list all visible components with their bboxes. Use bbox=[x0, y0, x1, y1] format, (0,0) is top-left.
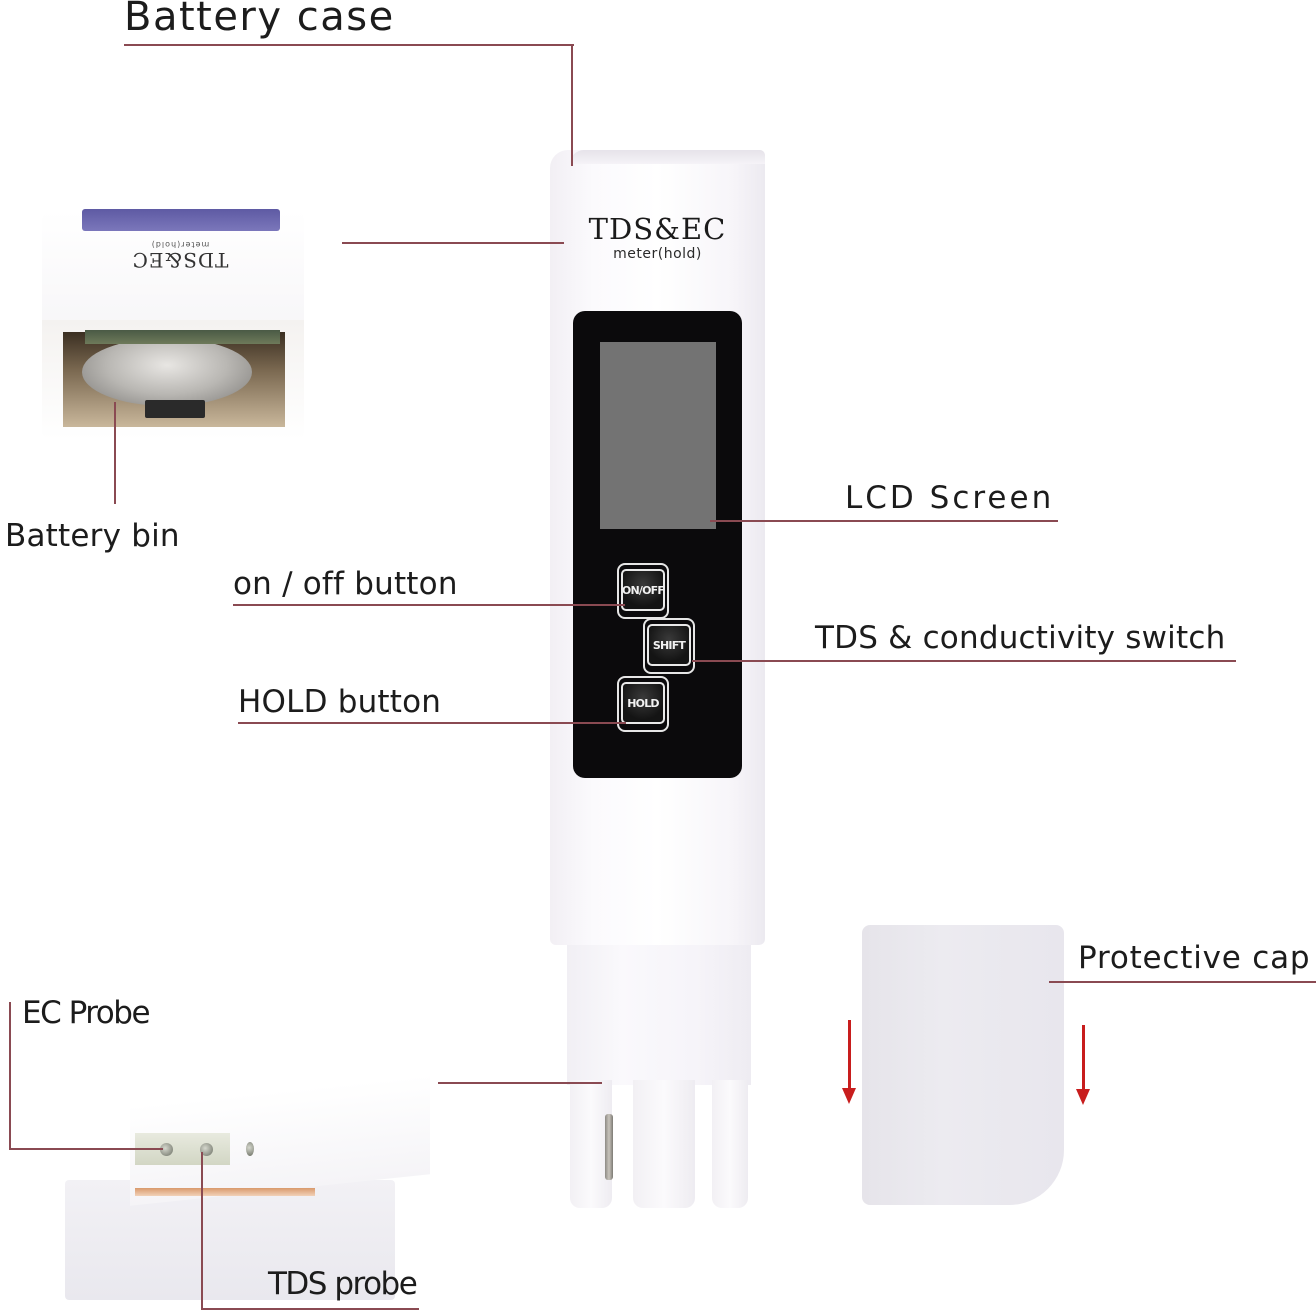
callout-battery-bin: Battery bin bbox=[5, 518, 180, 554]
down-arrow-icon bbox=[842, 1020, 856, 1104]
tds-probe-pin bbox=[200, 1143, 213, 1156]
down-arrow-icon bbox=[1076, 1025, 1090, 1105]
leader-line bbox=[201, 1152, 203, 1310]
probe-prong-center bbox=[633, 1080, 695, 1208]
hold-button[interactable]: HOLD bbox=[621, 682, 665, 724]
leader-line bbox=[233, 604, 625, 606]
leader-line bbox=[438, 1082, 602, 1084]
probe-pin-third bbox=[246, 1142, 254, 1156]
callout-onoff-button: on / off button bbox=[233, 566, 458, 602]
leader-line bbox=[571, 44, 573, 166]
probe-copper-edge bbox=[135, 1188, 315, 1196]
ec-probe-pin bbox=[160, 1143, 173, 1156]
battery-case-printed-subtext: meter(hold) bbox=[150, 240, 210, 249]
meter-brand-subtitle: meter(hold) bbox=[613, 246, 702, 262]
callout-ec-probe: EC Probe bbox=[22, 995, 151, 1031]
shift-button[interactable]: SHIFT bbox=[647, 624, 691, 666]
battery-contact bbox=[145, 400, 205, 418]
shift-button-outline bbox=[643, 618, 695, 674]
callout-hold-button: HOLD button bbox=[238, 684, 442, 720]
electrode bbox=[605, 1114, 613, 1180]
leader-line bbox=[692, 660, 1236, 662]
leader-line bbox=[342, 242, 564, 244]
hold-button-outline bbox=[617, 676, 669, 732]
battery-case-printed-text: TDS&EC bbox=[131, 248, 229, 272]
onoff-button-outline bbox=[617, 563, 669, 619]
leader-line bbox=[710, 520, 1058, 522]
callout-battery-case: Battery case bbox=[124, 0, 395, 40]
leader-line bbox=[238, 722, 626, 724]
leader-line bbox=[201, 1308, 419, 1310]
battery-case-stripe bbox=[82, 209, 280, 231]
leader-line bbox=[9, 1002, 11, 1150]
battery-case-cap bbox=[570, 150, 765, 164]
meter-neck bbox=[567, 945, 751, 1085]
leader-line bbox=[1049, 981, 1316, 983]
leader-line bbox=[124, 44, 574, 46]
meter-brand-title: TDS&EC bbox=[588, 212, 727, 246]
callout-tds-probe: TDS probe bbox=[268, 1266, 418, 1302]
protective-cap bbox=[862, 925, 1064, 1205]
coin-battery bbox=[82, 338, 252, 406]
leader-line bbox=[114, 402, 116, 504]
leader-line bbox=[9, 1148, 163, 1150]
probe-photo-base bbox=[65, 1180, 395, 1300]
probe-prong-right bbox=[712, 1080, 748, 1208]
callout-tds-conductivity-switch: TDS & conductivity switch bbox=[815, 620, 1226, 656]
callout-protective-cap: Protective cap bbox=[1078, 940, 1311, 976]
lcd-screen bbox=[600, 342, 716, 529]
circuit-board bbox=[85, 330, 280, 344]
callout-lcd-screen: LCD Screen bbox=[845, 480, 1055, 516]
onoff-button[interactable]: ON/OFF bbox=[621, 569, 665, 611]
